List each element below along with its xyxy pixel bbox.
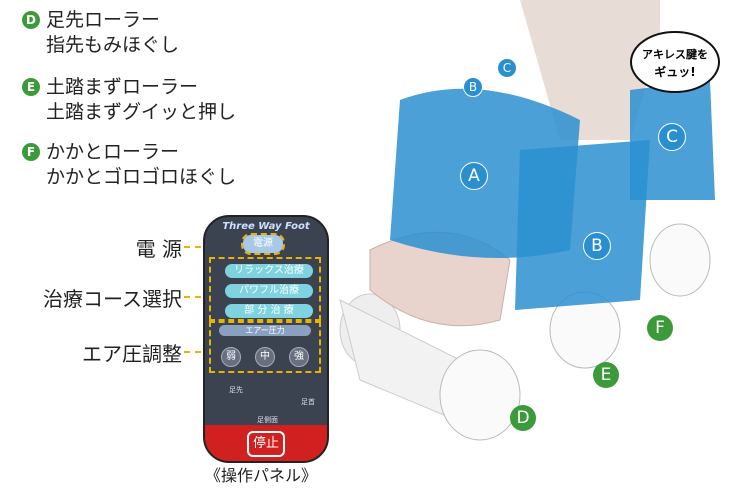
feature-e: E 土踏まずローラー土踏まずグイッと押し [22, 75, 236, 125]
bubble-text: アキレス腱を [642, 47, 708, 61]
feature-desc: 指先もみほぐし [46, 34, 180, 56]
feature-title: かかとローラー [46, 141, 180, 163]
label-course: 治療コース選択 [43, 287, 182, 311]
leg [520, 0, 660, 140]
feature-f: F かかとローラーかかとゴロゴロほぐし [22, 140, 236, 190]
label-f: F [647, 315, 673, 341]
toe-indicator: 足先 [229, 386, 243, 394]
feature-desc: かかとゴロゴロほぐし [46, 166, 237, 188]
power-button[interactable]: 電源 [241, 233, 285, 255]
ankle-indicator: 足首 [301, 398, 315, 406]
speech-bubble [630, 31, 720, 93]
relax-course-button[interactable]: リラックス治療 [225, 264, 313, 278]
label-air: エア圧調整 [82, 342, 182, 366]
label-d: D [510, 405, 536, 431]
air-weak-button[interactable]: 弱 [221, 347, 241, 367]
label-c-small: C [497, 58, 517, 78]
badge-d: D [22, 11, 40, 29]
label-b-small: B [463, 77, 483, 97]
stop-button[interactable]: 停止 [247, 431, 285, 457]
partial-course-button[interactable]: 部 分 治 療 [225, 304, 313, 318]
label-e: E [593, 362, 619, 388]
panel-caption: 《操作パネル》 [205, 466, 318, 485]
pad-b [515, 140, 650, 310]
massager-illustration: アキレス腱を ギュッ! [339, 0, 720, 441]
label-power: 電 源 [135, 237, 182, 261]
feature-title: 足先ローラー [46, 9, 161, 31]
feature-title: 土踏まずローラー [46, 76, 199, 98]
roller-f [649, 223, 711, 297]
air-medium-button[interactable]: 中 [255, 347, 275, 367]
air-pressure-label: エアー圧力 [219, 325, 311, 336]
label-b: B [583, 232, 611, 260]
feature-d: D 足先ローラー指先もみほぐし [22, 8, 179, 58]
control-panel: Three Way Foot 電源 リラックス治療 パワフル治療 部 分 治 療… [203, 215, 329, 463]
label-a: A [460, 162, 488, 190]
leader-line [184, 351, 212, 353]
side-indicator: 足側面 [257, 416, 278, 424]
badge-f: F [22, 143, 40, 161]
label-c: C [658, 123, 686, 151]
roller-d-end [439, 349, 521, 441]
air-strong-button[interactable]: 強 [289, 347, 309, 367]
powerful-course-button[interactable]: パワフル治療 [225, 284, 313, 298]
bubble-text: ギュッ! [654, 64, 695, 79]
feature-desc: 土踏まずグイッと押し [46, 101, 237, 123]
panel-title: Three Way Foot [222, 221, 310, 232]
badge-e: E [22, 78, 40, 96]
leader-line [184, 296, 212, 298]
